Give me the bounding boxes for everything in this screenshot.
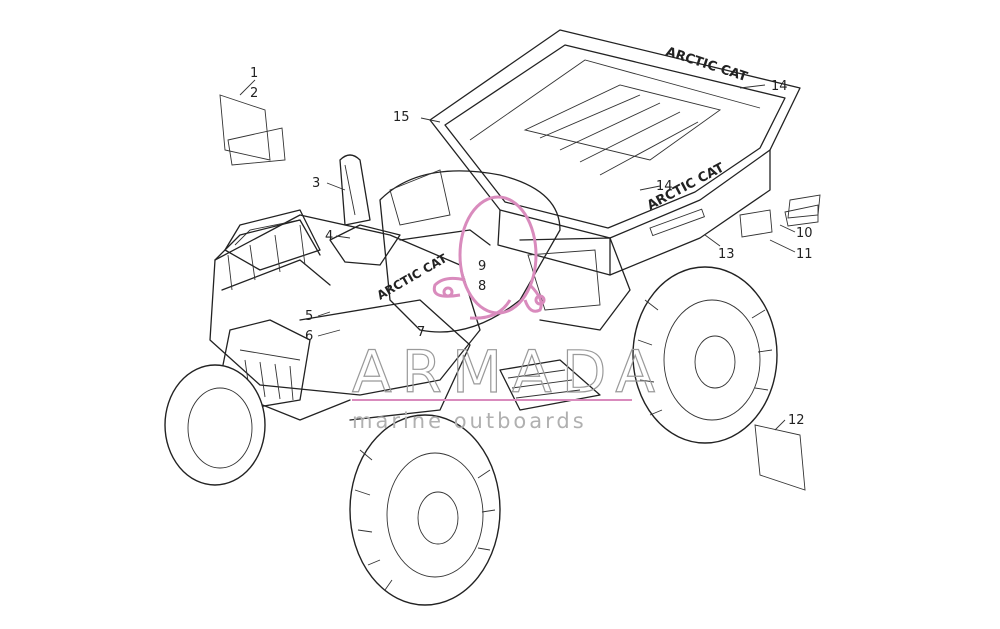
callout-3: 3 [312, 176, 320, 191]
front-left-wheel [164, 364, 266, 486]
callout-15: 15 [393, 110, 410, 125]
decal-1-2 [219, 79, 286, 166]
callout-13: 13 [718, 247, 735, 262]
callout-2: 2 [250, 86, 258, 101]
callout-7: 7 [417, 325, 425, 340]
leader-lines [317, 84, 796, 431]
callout-8: 8 [478, 279, 486, 294]
front-right-wheel [349, 414, 501, 606]
callout-10: 10 [796, 226, 813, 241]
callout-12: 12 [788, 413, 805, 428]
callout-6: 6 [305, 329, 313, 344]
callout-14-side: 14 [656, 179, 673, 194]
callout-numbers: 1 2 3 4 5 6 7 8 9 10 11 12 13 14 14 15 [250, 66, 813, 428]
callout-14-rack: 14 [771, 79, 788, 94]
watermark-tagline: marine outboards [352, 409, 587, 433]
rear-right-wheel [632, 266, 778, 444]
watermark-brand: ARMADA [352, 338, 665, 406]
front-rack [214, 219, 331, 291]
callout-4: 4 [325, 229, 333, 244]
armada-logo [432, 195, 546, 320]
callout-1: 1 [250, 66, 258, 81]
callout-5: 5 [305, 309, 313, 324]
rear-cargo-rack: ARCTIC CAT ARCTIC CAT [429, 29, 821, 276]
decal-12 [754, 424, 806, 491]
callout-11: 11 [796, 247, 813, 262]
callout-9: 9 [478, 259, 486, 274]
decal-10 [784, 204, 819, 227]
armada-watermark: ARMADA marine outboards [351, 195, 665, 433]
